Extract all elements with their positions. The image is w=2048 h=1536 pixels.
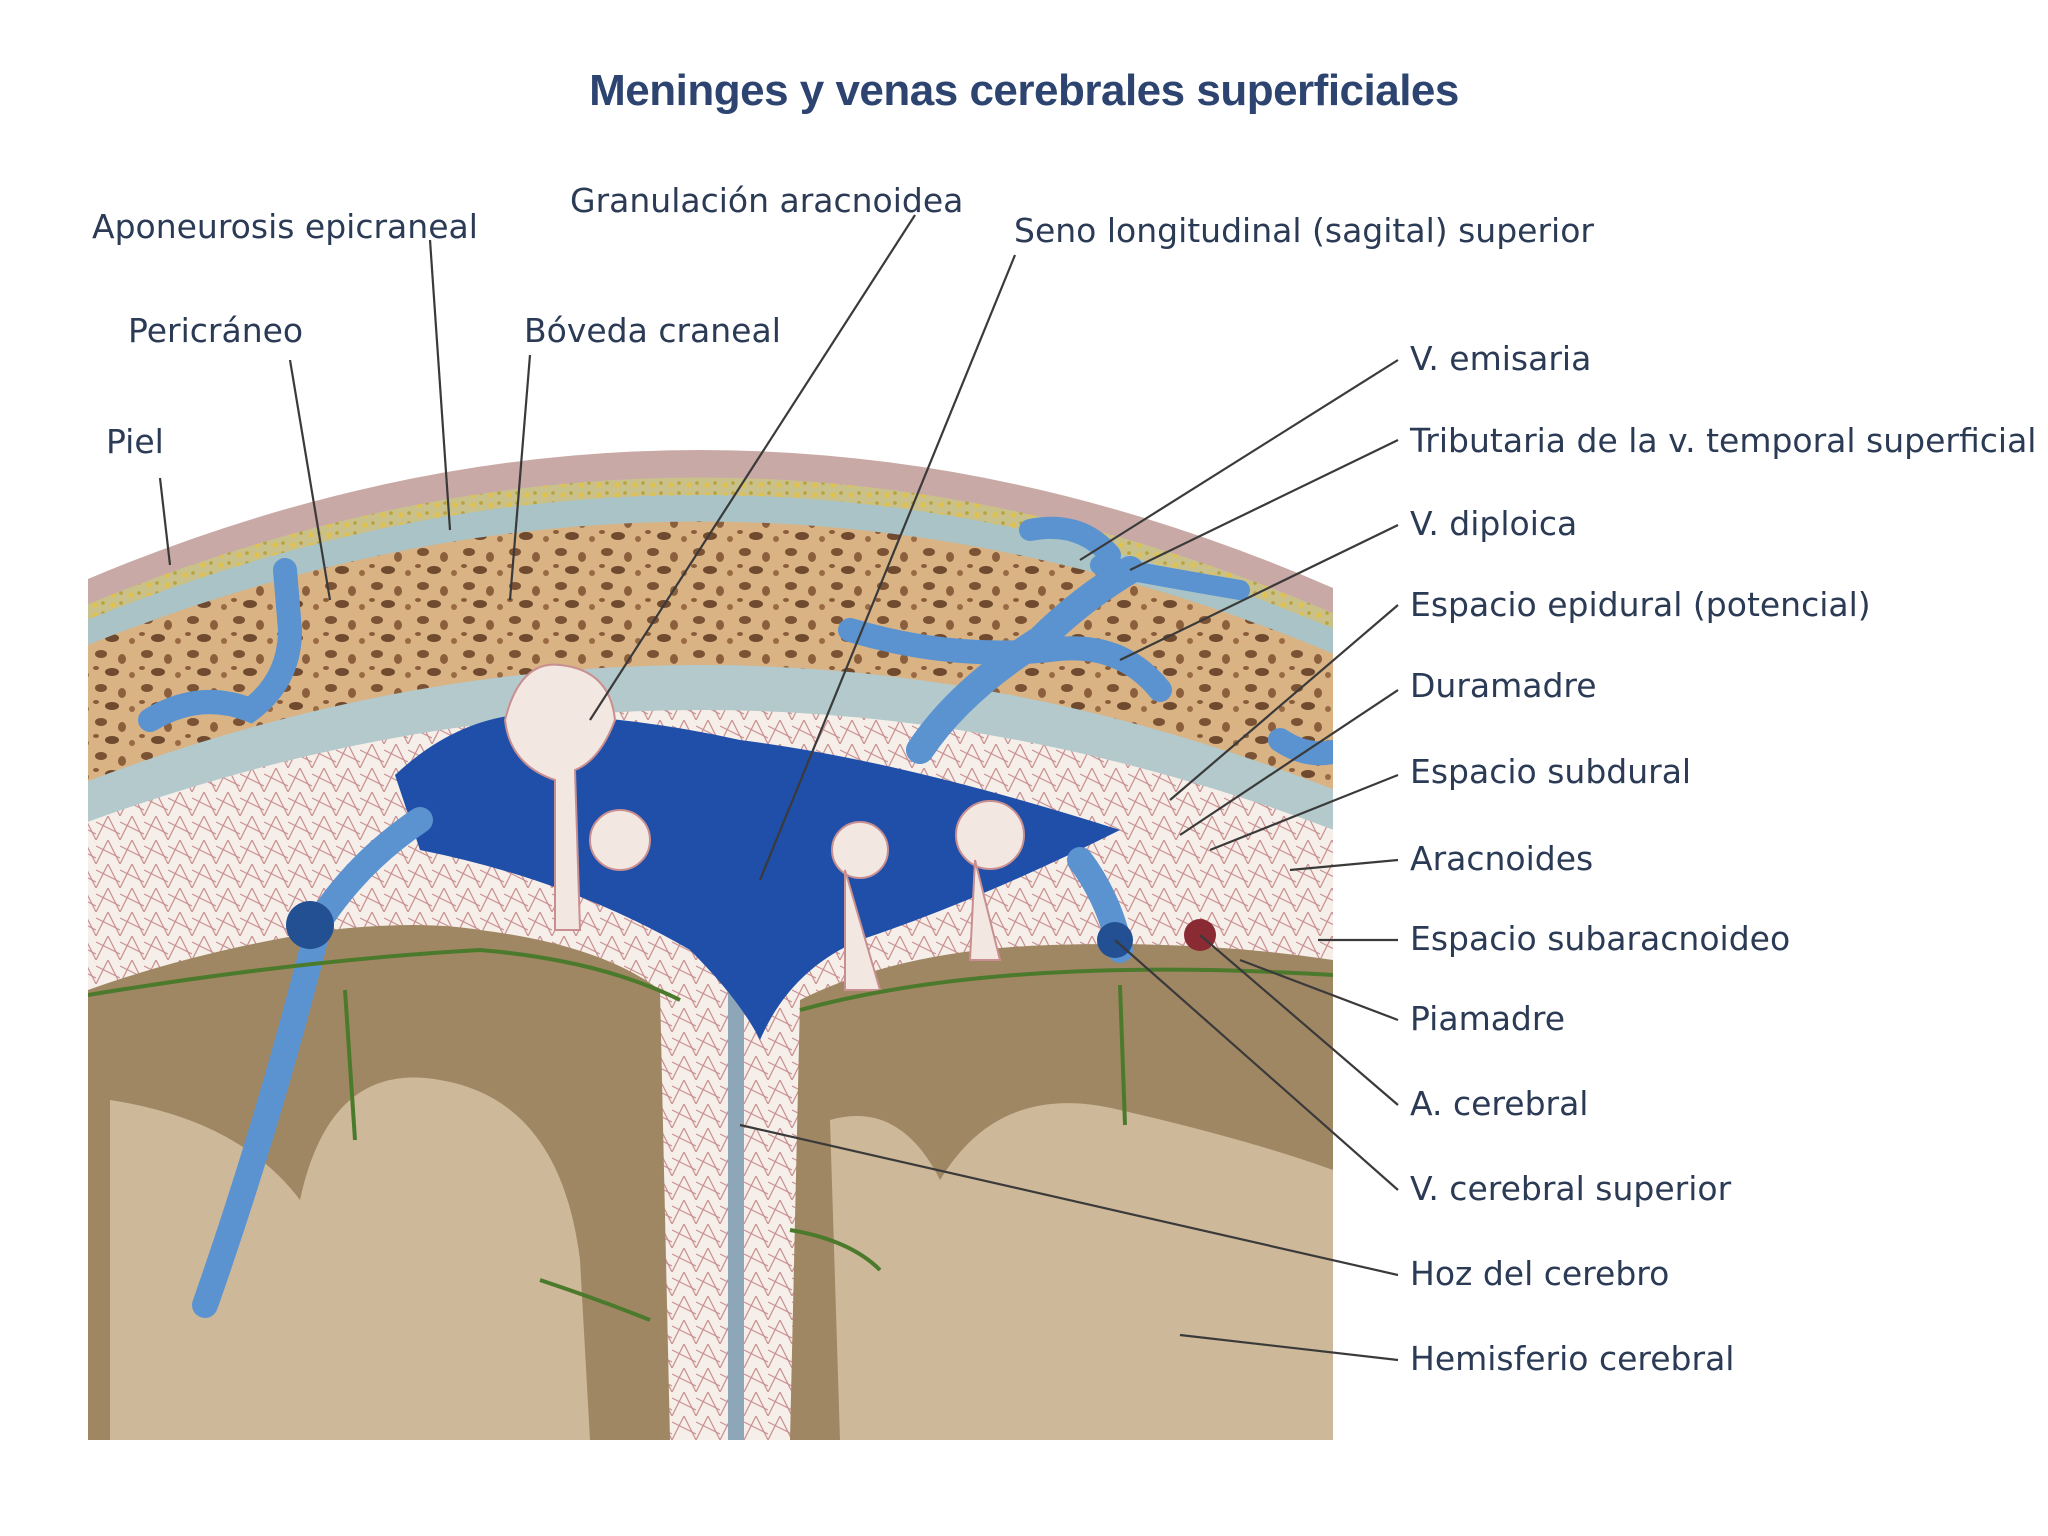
label-seno: Seno longitudinal (sagital) superior <box>1014 211 1594 250</box>
label-epidural: Espacio epidural (potencial) <box>1410 585 1871 624</box>
brain-left-white <box>110 1077 590 1440</box>
v-diploica <box>838 618 1172 702</box>
brain-right-white <box>830 1103 1333 1440</box>
label-pericraneo: Pericráneo <box>128 311 303 350</box>
anatomy-illustration <box>88 380 1333 1440</box>
page-title: Meninges y venas cerebrales superficiale… <box>589 66 1459 115</box>
label-granulacion: Granulación aracnoidea <box>570 181 963 220</box>
label-v-emisaria: V. emisaria <box>1410 339 1591 378</box>
labels: Aponeurosis epicraneal Pericráneo Piel G… <box>92 181 2036 1378</box>
label-subdural: Espacio subdural <box>1410 752 1691 791</box>
label-v-cerebral-superior: V. cerebral superior <box>1410 1169 1732 1208</box>
label-subaracnoideo: Espacio subaracnoideo <box>1410 919 1790 958</box>
label-tributaria: Tributaria de la v. temporal superficial <box>1409 421 2036 460</box>
label-hemisferio: Hemisferio cerebral <box>1410 1339 1734 1378</box>
label-boveda: Bóveda craneal <box>524 311 781 350</box>
tributaria-temporal <box>1090 555 1250 600</box>
label-duramadre: Duramadre <box>1410 666 1597 705</box>
label-v-diploica: V. diploica <box>1410 504 1577 543</box>
v-cerebral-superior <box>192 807 433 1318</box>
label-piel: Piel <box>106 422 164 461</box>
label-aponeurosis: Aponeurosis epicraneal <box>92 207 478 246</box>
label-piamadre: Piamadre <box>1410 999 1565 1038</box>
leader-lines <box>158 214 1399 1362</box>
label-aracnoides: Aracnoides <box>1410 839 1593 878</box>
label-a-cerebral: A. cerebral <box>1410 1084 1588 1123</box>
granulacion-aracnoidea <box>503 663 1025 991</box>
label-hoz: Hoz del cerebro <box>1410 1254 1669 1293</box>
